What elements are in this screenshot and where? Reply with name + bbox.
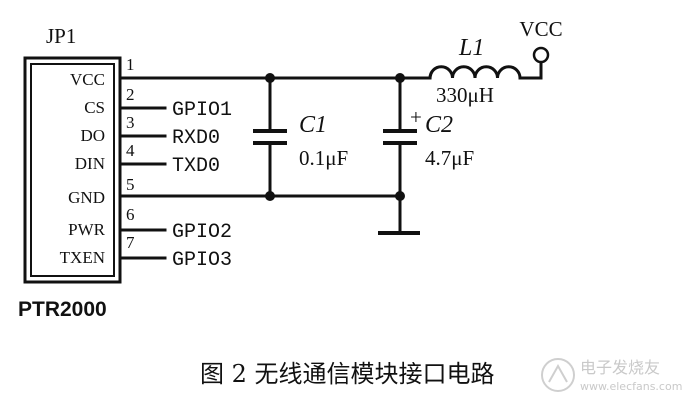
signal-gpio2: GPIO2 bbox=[172, 221, 232, 244]
pin-name-vcc: VCC bbox=[70, 70, 105, 89]
signal-gpio3: GPIO3 bbox=[172, 249, 232, 272]
watermark-url-text: www.elecfans.com bbox=[580, 380, 682, 393]
connector-body-inner bbox=[30, 63, 115, 277]
pin-number-2: 2 bbox=[126, 85, 135, 104]
pin-name-pwr: PWR bbox=[68, 220, 106, 239]
pin-name-gnd: GND bbox=[68, 188, 105, 207]
pin-number-1: 1 bbox=[126, 55, 135, 74]
capacitor-c2 bbox=[378, 76, 420, 235]
pin-name-do: DO bbox=[80, 126, 105, 145]
inductor-l1 bbox=[428, 60, 543, 80]
c1-ref-label: C1 bbox=[299, 112, 327, 138]
figure-caption: 图 2 无线通信模块接口电路 bbox=[200, 360, 495, 388]
signal-txd0: TXD0 bbox=[172, 155, 220, 178]
vcc-supply-label: VCC bbox=[519, 17, 562, 41]
connector-part-label: PTR2000 bbox=[18, 298, 107, 321]
pin-number-7: 7 bbox=[126, 233, 135, 252]
pin-number-3: 3 bbox=[126, 113, 135, 132]
pin-name-din: DIN bbox=[75, 154, 105, 173]
pin-number-5: 5 bbox=[126, 175, 135, 194]
l1-value-label: 330μH bbox=[436, 83, 494, 107]
c2-ref-label: C2 bbox=[425, 112, 453, 138]
vcc-terminal-icon bbox=[532, 46, 550, 64]
c2-value-label: 4.7μF bbox=[425, 146, 474, 170]
signal-gpio1: GPIO1 bbox=[172, 99, 232, 122]
capacitor-c1 bbox=[253, 76, 287, 198]
pin-number-4: 4 bbox=[126, 141, 135, 160]
c1-value-label: 0.1μF bbox=[299, 146, 348, 170]
connector-ref-label: JP1 bbox=[46, 24, 76, 48]
pin-name-cs: CS bbox=[84, 98, 105, 117]
signal-rxd0: RXD0 bbox=[172, 127, 220, 150]
c2-polarity-mark: + bbox=[410, 105, 422, 129]
watermark-cn-text: 电子发烧友 bbox=[580, 358, 660, 377]
pin-number-6: 6 bbox=[126, 205, 135, 224]
watermark: 电子发烧友 www.elecfans.com bbox=[541, 358, 682, 393]
pin-name-txen: TXEN bbox=[60, 248, 105, 267]
watermark-logo-icon bbox=[541, 358, 575, 392]
l1-ref-label: L1 bbox=[458, 35, 484, 61]
connector-body bbox=[23, 56, 122, 284]
